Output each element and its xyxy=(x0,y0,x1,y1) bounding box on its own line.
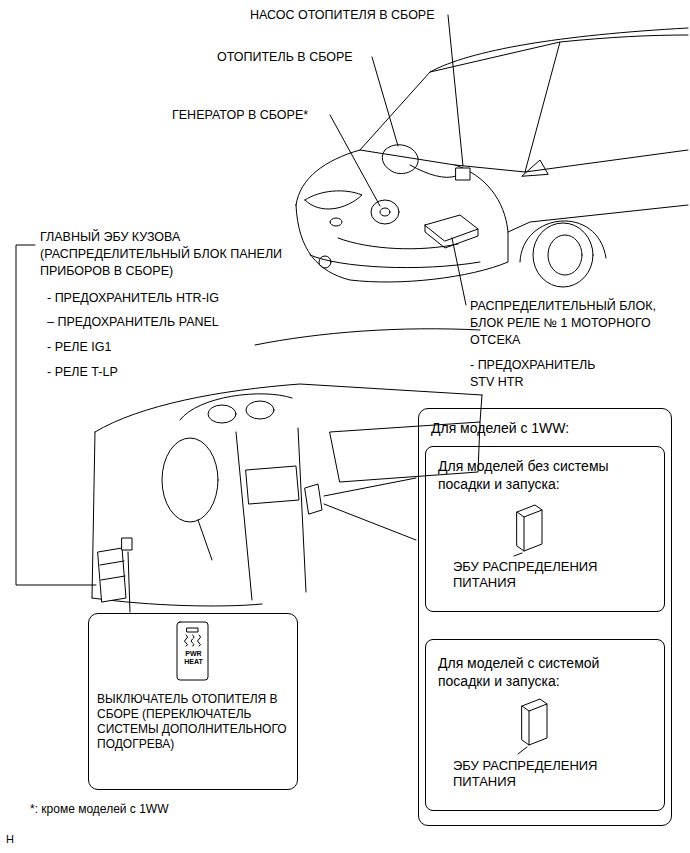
steering-wheel xyxy=(162,438,218,522)
leader-line xyxy=(514,553,522,556)
component-label: ЭБУ РАСПРЕДЕЛЕНИЯ ПИТАНИЯ xyxy=(453,559,643,591)
leader-line xyxy=(324,478,416,496)
label-box: – ПРЕДОХРАНИТЕЛЬ PANEL xyxy=(47,315,287,330)
center-stack xyxy=(298,428,306,592)
panel-heading: Для моделей с 1WW: xyxy=(431,419,659,437)
variant-box: Для моделей без системы посадки и запуск… xyxy=(425,446,665,612)
windshield-base xyxy=(255,329,480,345)
sub-item: - ПРЕДОХРАНИТЕЛЬ STV HTR xyxy=(470,357,615,391)
label-box: ГЕНЕРАТОР В СБОРЕ* xyxy=(172,108,372,123)
car-tire xyxy=(533,223,593,287)
generator xyxy=(371,200,399,224)
ecu-icon-edge xyxy=(517,510,542,551)
switch-inset: PWR HEAT ВЫКЛЮЧАТЕЛЬ ОТОПИТЕЛЯ В СБОРЕ (П… xyxy=(88,613,298,790)
label-box: *: кроме моделей с 1WW xyxy=(30,802,290,817)
body-ecu xyxy=(98,548,126,602)
meter xyxy=(208,405,236,423)
label-box: - РЕЛЕ IG1 xyxy=(47,340,287,355)
figure-code: H xyxy=(6,832,26,846)
switch-icon xyxy=(177,622,208,680)
sub-item: - ПРЕДОХРАНИТЕЛЬ HTR-IG xyxy=(47,291,287,306)
car-bumper xyxy=(310,255,480,268)
variant-heading: Для моделей с системой посадки и запуска… xyxy=(438,654,653,690)
center-panel xyxy=(246,466,299,504)
meter xyxy=(246,401,274,419)
variant-panel: Для моделей с 1WW: Для моделей без систем… xyxy=(418,408,672,826)
car-emblem xyxy=(330,218,342,226)
power-distribution-ecu xyxy=(305,484,322,514)
heater-symbol xyxy=(185,635,201,646)
leader-line xyxy=(128,552,130,612)
leader-line xyxy=(518,747,527,754)
car-windshield xyxy=(360,42,560,172)
switch-legend: PWR HEAT xyxy=(178,650,209,666)
component-label: ВЫКЛЮЧАТЕЛЬ ОТОПИТЕЛЯ В СБОРЕ (ПЕРЕКЛЮЧА… xyxy=(97,692,295,752)
ecu-icon xyxy=(517,505,542,551)
car-side-sill xyxy=(508,205,688,232)
switch-indicator xyxy=(187,628,198,632)
part-label: ГЛАВНЫЙ ЭБУ КУЗОВА (РАСПРЕДЕЛИТЕЛЬНЫЙ БЛ… xyxy=(40,229,310,280)
sub-item: - РЕЛЕ IG1 xyxy=(47,340,287,355)
heater-assembly xyxy=(382,145,418,174)
center-stack xyxy=(236,432,252,600)
variant-heading: Для моделей без системы посадки и запуск… xyxy=(438,457,653,493)
part-label: ГЕНЕРАТОР В СБОРЕ* xyxy=(172,108,372,123)
leader-line xyxy=(452,238,466,305)
label-box: ОТОПИТЕЛЬ В СБОРЕ xyxy=(217,50,417,65)
leader-line xyxy=(324,504,416,540)
component-label: ЭБУ РАСПРЕДЕЛЕНИЯ ПИТАНИЯ xyxy=(453,758,643,790)
car-body xyxy=(296,150,508,282)
car-headlight xyxy=(305,191,362,209)
relay-block-side xyxy=(425,225,478,248)
switch-location xyxy=(122,538,132,550)
ecu-icon-edge xyxy=(522,704,547,745)
car-rim xyxy=(548,235,582,275)
car-roof xyxy=(430,28,688,72)
label-box: H xyxy=(6,832,26,846)
heater-pump xyxy=(456,168,470,180)
part-label: НАСОС ОТОПИТЕЛЯ В СБОРЕ xyxy=(250,8,480,23)
car-fog-light xyxy=(319,256,331,268)
label-box: - ПРЕДОХРАНИТЕЛЬ HTR-IG xyxy=(47,291,287,306)
relay-block xyxy=(425,215,478,241)
footnote: *: кроме моделей с 1WW xyxy=(30,802,290,817)
label-box: - ПРЕДОХРАНИТЕЛЬ STV HTR xyxy=(470,357,615,391)
car-side-line xyxy=(525,150,688,172)
heater-hose xyxy=(410,165,456,177)
label-box: ГЛАВНЫЙ ЭБУ КУЗОВА (РАСПРЕДЕЛИТЕЛЬНЫЙ БЛ… xyxy=(40,229,310,280)
steering-column xyxy=(198,520,212,560)
leader-line xyxy=(448,15,463,166)
generator-pulley xyxy=(380,208,390,216)
ecu-icon xyxy=(522,699,547,745)
sub-item: – ПРЕДОХРАНИТЕЛЬ PANEL xyxy=(47,315,287,330)
variant-box: Для моделей с системой посадки и запуска… xyxy=(425,639,665,811)
label-box: НАСОС ОТОПИТЕЛЯ В СБОРЕ xyxy=(250,8,480,23)
body-ecu-detail xyxy=(100,561,125,580)
part-label: ОТОПИТЕЛЬ В СБОРЕ xyxy=(217,50,417,65)
label-box: РАСПРЕДЕЛИТЕЛЬНЫЙ БЛОК, БЛОК РЕЛЕ № 1 МО… xyxy=(470,298,670,349)
car-mirror xyxy=(522,160,548,176)
leader-line xyxy=(330,115,380,206)
car-roof-rear xyxy=(560,35,688,42)
part-label: РАСПРЕДЕЛИТЕЛЬНЫЙ БЛОК, БЛОК РЕЛЕ № 1 МО… xyxy=(470,298,670,349)
leader-line xyxy=(372,57,398,146)
dash-left-end xyxy=(92,432,95,598)
label-box: - РЕЛЕ T-LP xyxy=(47,365,287,380)
sub-item: - РЕЛЕ T-LP xyxy=(47,365,287,380)
